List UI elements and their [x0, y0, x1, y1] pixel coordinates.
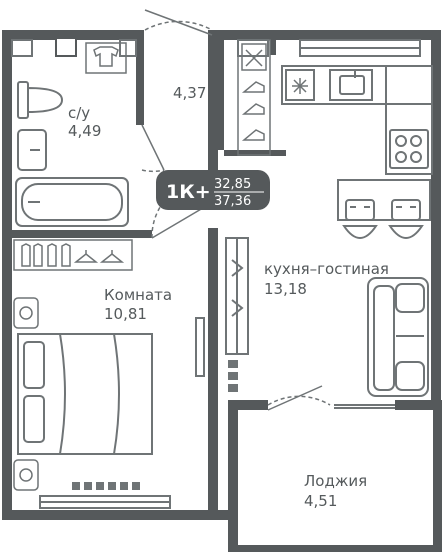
- bed: [17, 333, 153, 455]
- walls: [2, 30, 442, 552]
- loggia-area: 4,51: [304, 492, 337, 510]
- bathroom-label: с/у: [68, 104, 90, 122]
- bathroom-area: 4,49: [68, 122, 101, 140]
- doors: [141, 9, 331, 411]
- hall-wardrobe: [237, 39, 271, 156]
- bedroom-area: 10,81: [104, 305, 147, 323]
- kitchen-counter: [281, 65, 433, 175]
- tv-unit: [225, 237, 249, 355]
- dining-table: [337, 179, 431, 239]
- kitchen-area: 13,18: [264, 280, 307, 298]
- nightstands: [13, 297, 39, 491]
- washing-machine-icon: [85, 42, 127, 74]
- badge-total-area: 32,85: [214, 177, 251, 192]
- bedroom-label: Комната: [104, 286, 172, 304]
- loggia-label: Лоджия: [304, 472, 367, 490]
- kitchen-label: кухня–гостиная: [264, 260, 389, 278]
- fridge-snowflake-icon: [292, 78, 308, 94]
- sofa: [367, 277, 429, 397]
- bathtub: [15, 177, 129, 227]
- bedroom-tv: [195, 317, 205, 377]
- bedroom-wardrobe: [13, 239, 133, 271]
- badge-type: 1К+: [166, 181, 211, 203]
- badge-living-area: 37,36: [214, 194, 251, 209]
- hall-area: 4,37: [173, 84, 206, 102]
- sink-bathroom: [17, 129, 47, 171]
- apartment-badge: 1К+ 32,85 37,36: [156, 170, 270, 210]
- toilet: [17, 81, 64, 119]
- radiator: [228, 360, 238, 392]
- bedroom-radiator: [72, 482, 140, 490]
